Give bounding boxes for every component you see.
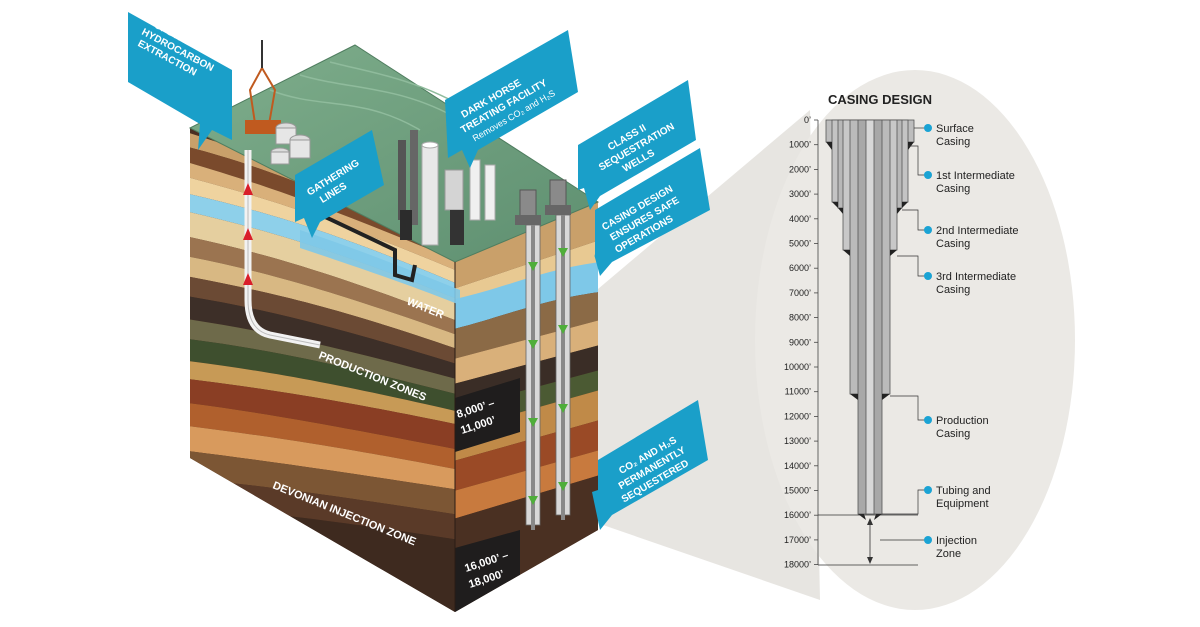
depth-tick-label: 2000’ (789, 164, 811, 174)
callout-upstream: 3RD PARTY UPSTREAM HYDROCARBON EXTRACTIO… (128, 11, 232, 150)
depth-tick-label: 5000’ (789, 239, 811, 249)
injection-flow-arrow (558, 482, 568, 491)
casing-label: Surface (936, 123, 974, 135)
casing-label: Casing (936, 428, 970, 440)
casing-label: Equipment (936, 498, 989, 510)
water-band (300, 230, 460, 305)
depth-tick-label: 3000’ (789, 189, 811, 199)
casing-marker (924, 486, 932, 494)
depth-tick-label: 1000’ (789, 140, 811, 150)
depth-ticks: 0’ 1000’ 2000’ 3000’ 4000’ 5000’ 6000’ 7000’ 800… (784, 115, 818, 570)
casing-label: Injection (936, 535, 977, 547)
depth-tick-label: 7000’ (789, 288, 811, 298)
injection-flow-arrow (528, 262, 538, 271)
casing-label: Casing (936, 183, 970, 195)
injection-flow-arrow (528, 418, 538, 427)
casing-strings (825, 119, 915, 515)
casing-leaders (880, 127, 926, 541)
casing-marker (924, 272, 932, 280)
depth-tick-label: 10000’ (784, 362, 811, 372)
depth-tick-label: 4000’ (789, 214, 811, 224)
casing-marker (924, 536, 932, 544)
casing-marker (924, 124, 932, 132)
injection-flow-arrow (558, 404, 568, 413)
tubing-core (865, 119, 875, 515)
casing-marker (924, 416, 932, 424)
injection-flow-arrow (558, 248, 568, 257)
sequestration-arrows (528, 248, 568, 505)
casing-label: 2nd Intermediate (936, 225, 1019, 237)
injection-flow-arrow (558, 325, 568, 334)
depth-tick-label: 15000’ (784, 486, 811, 496)
treating-facility (398, 130, 496, 246)
depth-tick-label: 8000’ (789, 313, 811, 323)
depth-tick-label: 11000’ (785, 387, 811, 397)
depth-tick-label: 14000’ (784, 461, 811, 471)
depth-tick-label: 18000’ (784, 560, 811, 570)
depth-tick-label: 16000’ (784, 510, 811, 520)
casing-label: Zone (936, 548, 961, 560)
sequestration-wells (515, 179, 571, 530)
casing-label: Production (936, 415, 989, 427)
injection-flow-arrow (528, 496, 538, 505)
casing-label: Casing (936, 284, 970, 296)
ground-surface (188, 44, 600, 263)
callout-sequestered: CO₂ AND H₂S PERMANENTLY SEQUESTERED (592, 400, 708, 530)
casing-shoes (826, 142, 914, 520)
injection-flow-arrow (528, 340, 538, 349)
depth-tick-label: 9000’ (789, 337, 811, 347)
casing-label: Casing (936, 136, 970, 148)
upstream-rig (245, 40, 311, 165)
depth-tick-label: 12000’ (784, 411, 811, 421)
casing-title: CASING DESIGN (828, 92, 932, 107)
callout-casing-design: CASING DESIGN ENSURES SAFE OPERATIONS (594, 148, 710, 276)
casing-label: Casing (936, 238, 970, 250)
depth-tick-label: 13000’ (784, 436, 811, 446)
depth-tick-label: 17000’ (784, 535, 811, 545)
casing-marker (924, 226, 932, 234)
depth-tick-label: 6000’ (789, 263, 811, 273)
depth-tick-label: 0’ (804, 115, 811, 125)
casing-label: 3rd Intermediate (936, 271, 1016, 283)
casing-marker (924, 171, 932, 179)
upstream-wellbore (243, 150, 321, 349)
callout-gathering-lines: GATHERING LINES (295, 130, 384, 238)
casing-label: Tubing and (936, 485, 991, 497)
casing-label: 1st Intermediate (936, 170, 1015, 182)
